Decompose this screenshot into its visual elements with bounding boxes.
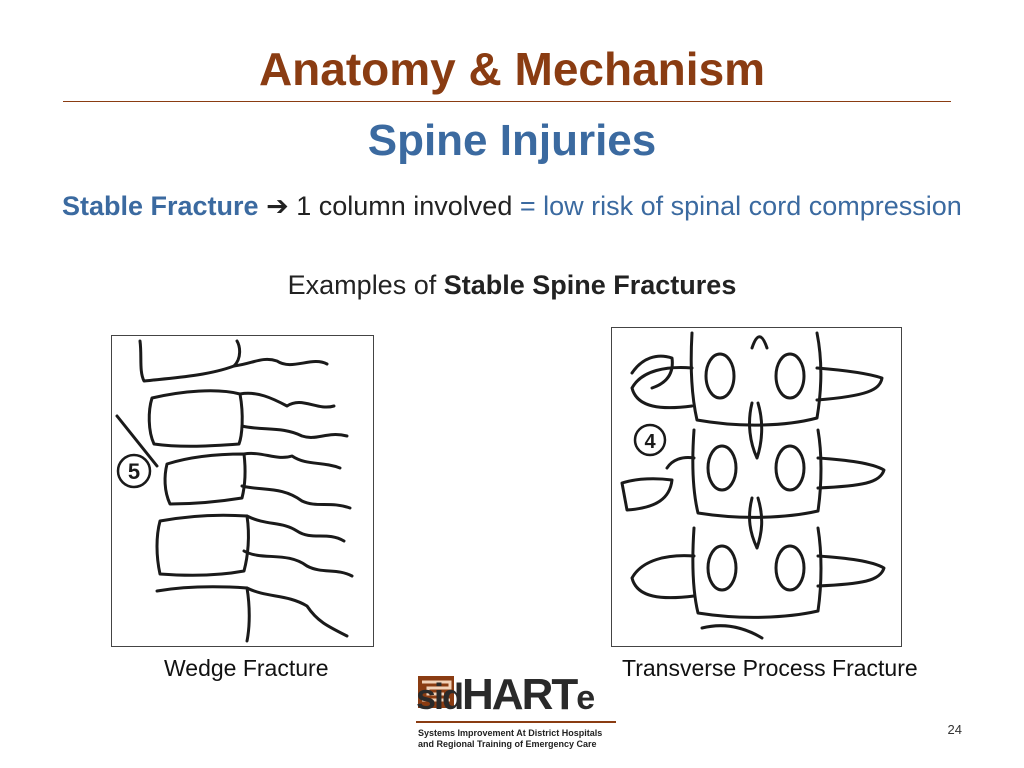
caption-wedge-fracture: Wedge Fracture	[164, 655, 329, 681]
examples-heading: Examples of Stable Spine Fractures	[0, 270, 1024, 301]
logo-hart: HART	[462, 670, 578, 719]
arrow-icon: ➔	[266, 191, 289, 221]
sidharte-logo: sidHARTe Systems Improvement At District…	[414, 670, 619, 752]
bullet-highlight: = low risk of spinal cord compression	[519, 191, 962, 221]
bullet-main: 1 column involved	[288, 191, 520, 221]
slide-subtitle: Spine Injuries	[367, 116, 657, 165]
transverse-process-fracture-image: 4	[611, 327, 902, 647]
examples-prefix: Examples of	[287, 270, 444, 300]
logo-tagline-2: and Regional Training of Emergency Care	[418, 739, 597, 749]
figure-marker-5: 5	[128, 459, 140, 484]
page-number: 24	[947, 722, 962, 737]
figure-marker-4: 4	[644, 431, 656, 453]
logo-pattern-icon	[418, 676, 454, 708]
bullet-term: Stable Fracture	[62, 191, 259, 221]
logo-divider	[416, 721, 616, 723]
title-divider	[63, 101, 951, 102]
logo-sid: sid	[416, 676, 464, 717]
examples-bold: Stable Spine Fractures	[443, 270, 737, 300]
logo-wordmark: sidHARTe	[416, 670, 595, 720]
slide-title: Anatomy & Mechanism	[258, 43, 766, 95]
logo-e: e	[576, 679, 595, 717]
wedge-fracture-drawing: 5	[115, 339, 354, 643]
wedge-fracture-image: 5	[111, 335, 374, 647]
caption-transverse-process-fracture: Transverse Process Fracture	[622, 655, 918, 681]
bullet-stable-fracture: Stable Fracture ➔ 1 column involved = lo…	[62, 186, 980, 226]
transverse-process-drawing: 4	[620, 331, 886, 640]
logo-tagline-1: Systems Improvement At District Hospital…	[418, 728, 603, 738]
